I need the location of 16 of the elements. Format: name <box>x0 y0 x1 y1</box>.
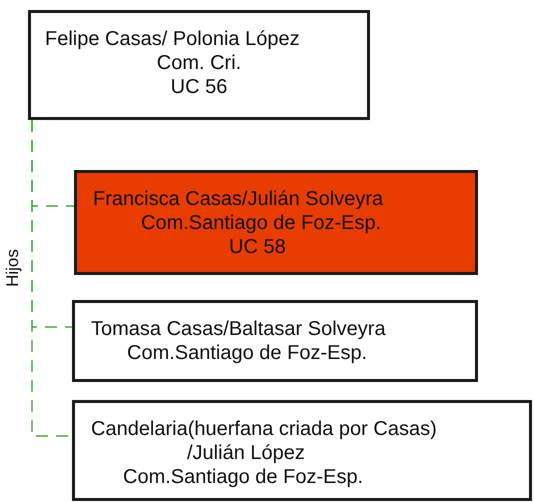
person-text: Com. Cri. <box>156 51 242 75</box>
person-box <box>28 10 370 120</box>
person-text: Com.Santiago de Foz-Esp. <box>122 465 364 489</box>
axis-label: Hijos <box>2 249 23 287</box>
person-text: Candelaria(huerfana criada por Casas) <box>90 417 438 441</box>
person-text: Francisca Casas/Julián Solveyra <box>92 187 384 211</box>
highlighted-person-box <box>74 170 478 275</box>
person-text: Com.Santiago de Foz-Esp. <box>140 211 382 235</box>
person-text: Felipe Casas/ Polonia López <box>44 27 301 51</box>
person-text: Tomasa Casas/Baltasar Solveyra <box>90 317 387 341</box>
person-text: /Julián López <box>186 441 306 465</box>
person-box <box>72 300 478 382</box>
person-text: UC 56 <box>170 75 228 99</box>
person-text: Com.Santiago de Foz-Esp. <box>126 341 368 365</box>
person-text: UC 58 <box>228 235 287 259</box>
person-box <box>72 400 532 501</box>
